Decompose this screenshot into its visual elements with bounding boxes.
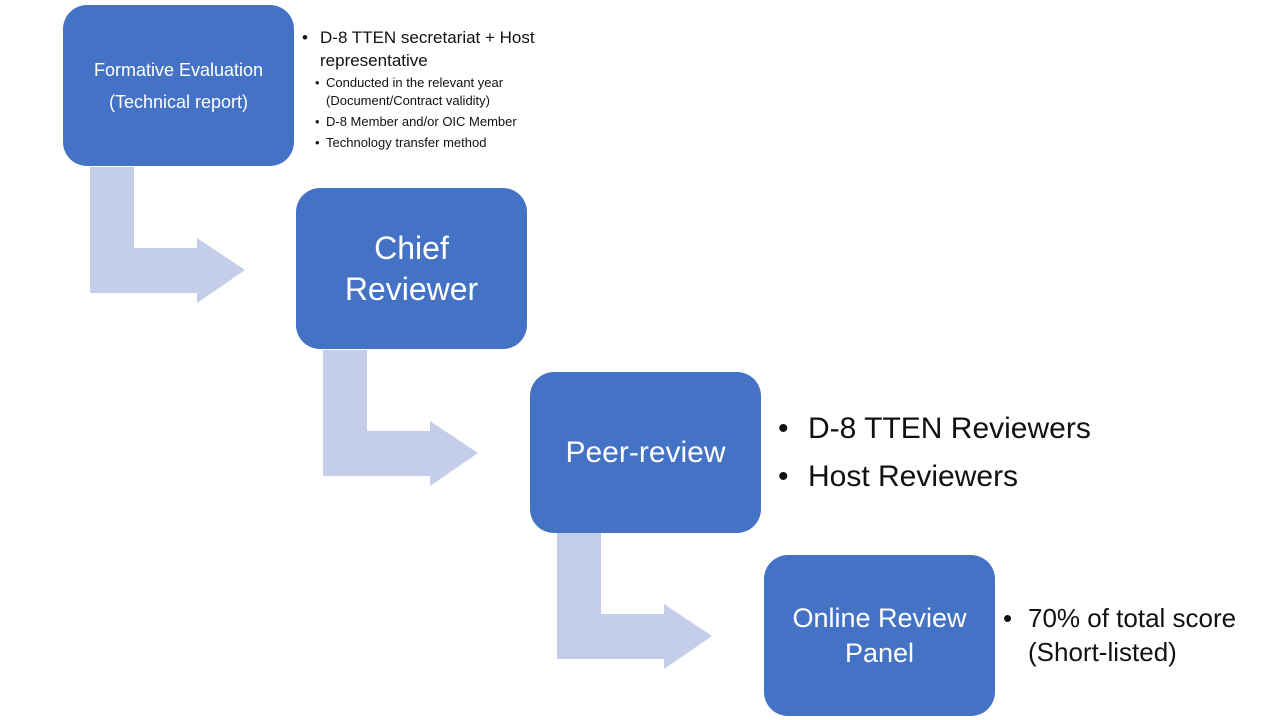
online-review-panel-notes: 70% of total score (Short-listed) (1003, 601, 1283, 669)
sub-note-item: Conducted in the relevant year (Document… (315, 74, 585, 110)
bent-arrow-1-icon (90, 167, 245, 303)
note-text: D-8 TTEN secretariat + Host representati… (320, 28, 535, 70)
step-chief-reviewer: Chief Reviewer (296, 188, 527, 349)
formative-evaluation-notes: D-8 TTEN secretariat + Host representati… (300, 26, 585, 155)
step-label: Peer-review (565, 435, 726, 469)
step-formative-evaluation: Formative Evaluation (Technical report) (63, 5, 294, 166)
step-label: Formative Evaluation (Technical report) (93, 59, 264, 112)
bent-arrow-2-icon (323, 350, 478, 486)
note-item: D-8 TTEN Reviewers (778, 405, 1091, 453)
step-label: Online Review Panel (792, 602, 967, 668)
step-peer-review: Peer-review (530, 372, 761, 533)
note-item: Host Reviewers (778, 453, 1091, 501)
note-item: 70% of total score (Short-listed) (1003, 601, 1283, 669)
note-item: D-8 TTEN secretariat + Host representati… (300, 26, 585, 152)
sub-note-item: Technology transfer method (315, 134, 585, 152)
sub-notes: Conducted in the relevant year (Document… (315, 74, 585, 152)
step-label: Chief Reviewer (344, 229, 479, 307)
bent-arrow-3-icon (557, 533, 712, 669)
peer-review-notes: D-8 TTEN Reviewers Host Reviewers (778, 405, 1091, 501)
sub-note-item: D-8 Member and/or OIC Member (315, 113, 585, 131)
step-online-review-panel: Online Review Panel (764, 555, 995, 716)
